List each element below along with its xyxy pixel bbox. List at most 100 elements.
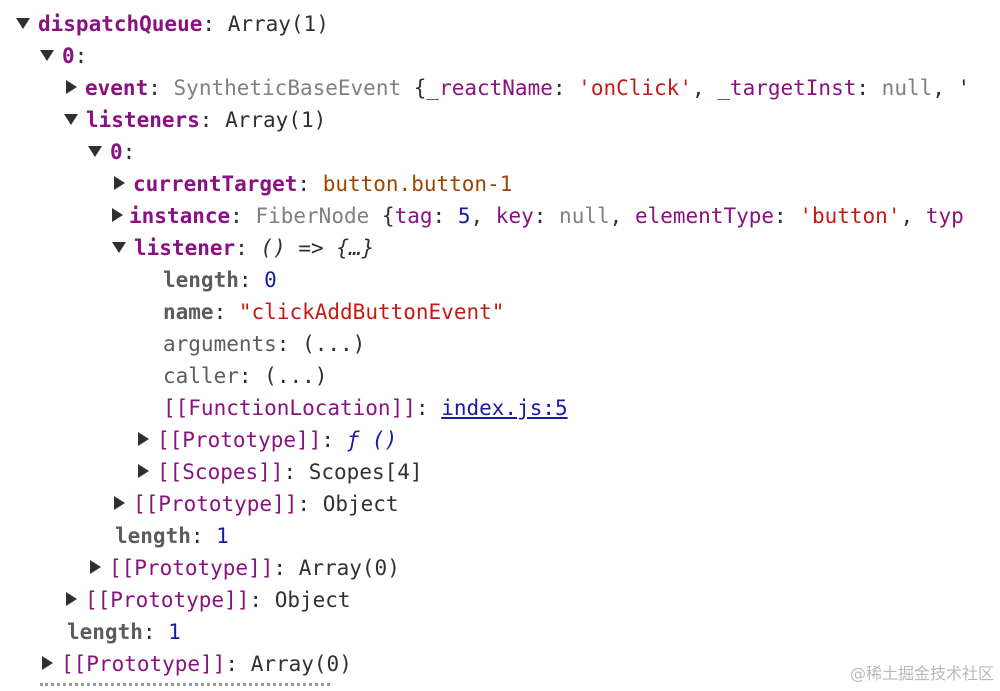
colon: : xyxy=(273,556,287,580)
triangle-right-icon[interactable] xyxy=(42,656,53,670)
triangle-right-icon[interactable] xyxy=(138,464,149,478)
triangle-right-icon[interactable] xyxy=(66,80,77,94)
preview-key: typ xyxy=(925,204,964,228)
property-key: length xyxy=(115,524,191,548)
triangle-right-icon[interactable] xyxy=(138,432,149,446)
tree-row-currentTarget[interactable]: currentTarget: button.button-1 xyxy=(0,168,1000,200)
string-value: "clickAddButtonEvent" xyxy=(238,300,505,324)
property-key: 0 xyxy=(110,140,123,164)
triangle-right-icon[interactable] xyxy=(114,176,125,190)
source-link[interactable]: index.js:5 xyxy=(441,396,568,420)
property-key: 0 xyxy=(62,44,75,68)
tree-row-prototype-array[interactable]: [[Prototype]]: Array(0) xyxy=(0,648,1000,680)
tree-row-length: length: 1 xyxy=(0,616,1000,648)
colon: : xyxy=(225,652,239,676)
triangle-down-icon[interactable] xyxy=(88,145,102,157)
tree-row-name: name: "clickAddButtonEvent" xyxy=(0,296,1000,328)
property-key: [[Prototype]] xyxy=(133,492,298,516)
type-name: FiberNode xyxy=(255,204,370,228)
triangle-right-icon[interactable] xyxy=(90,560,101,574)
brace-open: { xyxy=(413,76,427,100)
property-value: Array(1) xyxy=(225,108,327,132)
tree-row-dispatchQueue[interactable]: dispatchQueue: Array(1) xyxy=(0,8,1000,40)
tree-row-prototype-object[interactable]: [[Prototype]]: Object xyxy=(0,488,1000,520)
tree-row-instance[interactable]: instance: FiberNode {tag: 5, key: null, … xyxy=(0,200,1000,232)
colon: : xyxy=(297,172,311,196)
tree-row-index-0[interactable]: 0: xyxy=(0,40,1000,72)
separator: , xyxy=(609,204,623,228)
type-name: SyntheticBaseEvent xyxy=(173,76,402,100)
preview-key: tag xyxy=(394,204,433,228)
colon: : xyxy=(321,428,335,452)
property-value: Array(0) xyxy=(250,652,352,676)
colon: : xyxy=(552,76,566,100)
property-key: event xyxy=(85,76,149,100)
colon: : xyxy=(432,204,446,228)
colon: : xyxy=(202,12,216,36)
property-value: Scopes[4] xyxy=(308,460,423,484)
colon: : xyxy=(249,588,263,612)
watermark: @稀土掘金技术社区 xyxy=(849,664,994,683)
colon: : xyxy=(238,268,252,292)
separator: , xyxy=(470,204,484,228)
preview-number: 5 xyxy=(457,204,471,228)
preview-null: null xyxy=(559,204,610,228)
colon: : xyxy=(74,44,88,68)
tree-row-prototype-array[interactable]: [[Prototype]]: Array(0) xyxy=(0,552,1000,584)
preview-null: null xyxy=(881,76,933,100)
property-key: dispatchQueue xyxy=(38,12,203,36)
colon: : xyxy=(856,76,870,100)
tree-row-function-location: [[FunctionLocation]]: index.js:5 xyxy=(0,392,1000,424)
property-key: instance xyxy=(129,204,231,228)
triangle-right-icon[interactable] xyxy=(112,208,123,222)
property-value: Object xyxy=(274,588,351,612)
object-tree: dispatchQueue: Array(1) 0: event: Synthe… xyxy=(0,8,1000,680)
triangle-down-icon[interactable] xyxy=(112,241,126,253)
colon: : xyxy=(142,620,156,644)
colon: : xyxy=(415,396,429,420)
triangle-down-icon[interactable] xyxy=(64,113,78,125)
tree-row-event[interactable]: event: SyntheticBaseEvent {_reactName: '… xyxy=(0,72,1000,104)
colon: : xyxy=(276,332,290,356)
getter-value[interactable]: (...) xyxy=(264,364,328,388)
tree-row-prototype-object[interactable]: [[Prototype]]: Object xyxy=(0,584,1000,616)
brace-open: { xyxy=(381,204,395,228)
getter-value[interactable]: (...) xyxy=(302,332,366,356)
colon: : xyxy=(533,204,547,228)
property-key: currentTarget xyxy=(133,172,298,196)
preview-more: , ' xyxy=(932,76,971,100)
number-value: 1 xyxy=(168,620,181,644)
colon: : xyxy=(230,204,243,228)
number-value: 1 xyxy=(216,524,229,548)
function-preview: () => {…} xyxy=(260,236,375,260)
tree-row-length: length: 0 xyxy=(0,264,1000,296)
preview-key: elementType xyxy=(634,204,775,228)
colon: : xyxy=(148,76,161,100)
colon: : xyxy=(190,524,204,548)
tree-row-scopes[interactable]: [[Scopes]]: Scopes[4] xyxy=(0,456,1000,488)
property-value: Object xyxy=(322,492,399,516)
tree-row-listener-index-0[interactable]: 0: xyxy=(0,136,1000,168)
preview-string: 'button' xyxy=(799,204,901,228)
dom-node-value: button.button-1 xyxy=(322,172,513,196)
tree-row-listener[interactable]: listener: () => {…} xyxy=(0,232,1000,264)
tree-row-listeners[interactable]: listeners: Array(1) xyxy=(0,104,1000,136)
tree-row-prototype-function[interactable]: [[Prototype]]: ƒ () xyxy=(0,424,1000,456)
triangle-down-icon[interactable] xyxy=(16,17,30,29)
triangle-right-icon[interactable] xyxy=(66,592,77,606)
colon: : xyxy=(213,300,227,324)
property-value: Array(0) xyxy=(298,556,400,580)
preview-key: _targetInst xyxy=(717,76,857,100)
property-key: listener xyxy=(134,236,236,260)
property-key: caller xyxy=(163,364,239,388)
preview-string: 'onClick' xyxy=(578,76,692,100)
tree-row-arguments[interactable]: arguments: (...) xyxy=(0,328,1000,360)
triangle-down-icon[interactable] xyxy=(40,49,54,61)
clipped-row-top xyxy=(70,0,320,4)
triangle-right-icon[interactable] xyxy=(114,496,125,510)
tree-row-caller[interactable]: caller: (...) xyxy=(0,360,1000,392)
property-key: name xyxy=(163,300,214,324)
preview-key: key xyxy=(495,204,534,228)
property-key: [[Scopes]] xyxy=(157,460,284,484)
colon: : xyxy=(774,204,787,228)
